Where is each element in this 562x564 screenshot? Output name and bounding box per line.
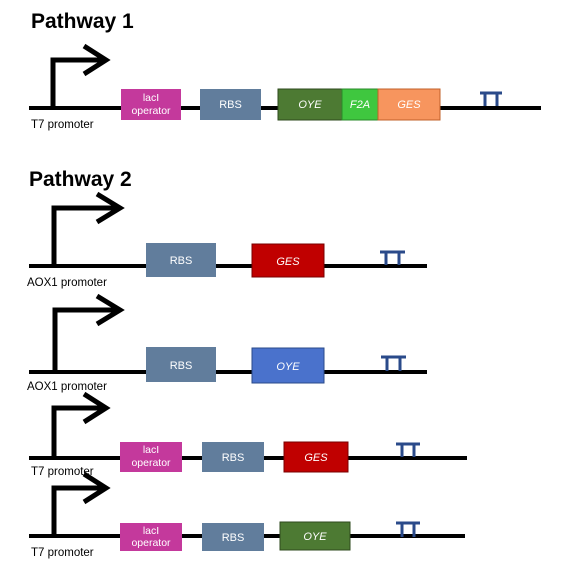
terminator-icon bbox=[380, 250, 405, 265]
laci-operator-box bbox=[121, 89, 181, 120]
pathway1-heading: Pathway 1 bbox=[31, 10, 134, 33]
ges-label: GES bbox=[397, 99, 421, 111]
promoter-label: AOX1 promoter bbox=[27, 381, 107, 393]
laci-label: lacI bbox=[143, 525, 159, 537]
rbs-box bbox=[202, 442, 264, 472]
ges-box bbox=[251, 243, 325, 278]
construct-pathway1: T7 promoter lacI operator RBS OYE F2A GE… bbox=[29, 43, 541, 131]
operator-label: operator bbox=[131, 537, 171, 549]
operator-label: operator bbox=[131, 457, 171, 469]
terminator-icon bbox=[396, 521, 420, 537]
promoter-label: AOX1 promoter bbox=[27, 277, 107, 289]
oye-label: OYE bbox=[303, 531, 327, 543]
ges-label: GES bbox=[304, 452, 328, 464]
rbs-box bbox=[146, 243, 216, 277]
terminator-icon bbox=[381, 355, 406, 371]
laci-label: lacI bbox=[143, 92, 159, 104]
laci-operator-box bbox=[120, 442, 182, 472]
ges-box bbox=[377, 88, 441, 121]
promoter-arrow bbox=[51, 471, 111, 536]
rbs-label: RBS bbox=[222, 452, 245, 464]
oye-label: OYE bbox=[276, 361, 300, 373]
promoter-label: T7 promoter bbox=[31, 466, 94, 478]
oye-label: OYE bbox=[298, 99, 322, 111]
rbs-label: RBS bbox=[170, 360, 193, 372]
construct-aox1-oye: AOX1 promoter RBS OYE bbox=[27, 293, 427, 393]
rbs-label: RBS bbox=[170, 255, 193, 267]
construct-t7-oye: T7 promoter lacI operator RBS OYE bbox=[29, 471, 465, 559]
promoter-label: T7 promoter bbox=[31, 547, 94, 559]
construct-aox1-ges: AOX1 promoter RBS GES bbox=[27, 191, 427, 289]
ges-box bbox=[283, 441, 349, 473]
terminator-icon bbox=[396, 442, 420, 457]
promoter-label: T7 promoter bbox=[31, 119, 94, 131]
promoter-arrow bbox=[52, 293, 125, 372]
ges-label: GES bbox=[276, 256, 300, 268]
promoter-arrow bbox=[51, 191, 125, 266]
laci-label: lacI bbox=[143, 444, 159, 456]
rbs-box bbox=[146, 347, 216, 382]
rbs-box bbox=[200, 89, 261, 120]
f2a-label: F2A bbox=[350, 99, 370, 111]
pathway2-heading: Pathway 2 bbox=[29, 168, 132, 191]
promoter-arrow bbox=[50, 43, 111, 108]
oye-box bbox=[251, 347, 325, 384]
laci-operator-box bbox=[120, 523, 182, 551]
rbs-label: RBS bbox=[219, 99, 242, 111]
operator-label: operator bbox=[131, 105, 171, 117]
promoter-arrow bbox=[51, 391, 111, 458]
oye-box bbox=[279, 521, 351, 551]
oye-box bbox=[277, 88, 343, 121]
rbs-box bbox=[202, 523, 264, 551]
rbs-label: RBS bbox=[222, 532, 245, 544]
terminator-icon bbox=[480, 91, 502, 106]
f2a-box bbox=[341, 88, 379, 121]
construct-t7-ges: T7 promoter lacI operator RBS GES bbox=[29, 391, 467, 478]
